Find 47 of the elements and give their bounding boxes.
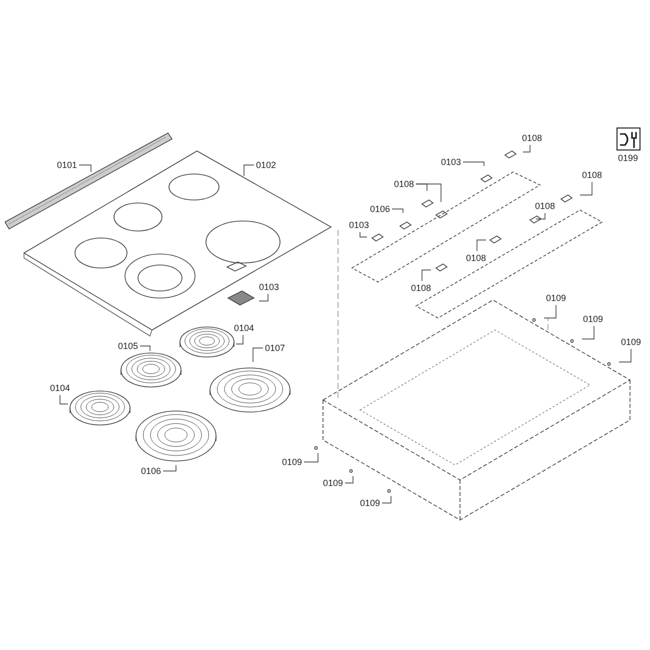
callout-number: 0101 — [57, 160, 78, 170]
callout-number: 0108 — [466, 253, 486, 263]
leader-line — [422, 270, 432, 282]
leader-line — [580, 182, 592, 196]
leader-line — [416, 184, 428, 192]
leader-line — [582, 326, 594, 340]
callout-number: 0107 — [265, 343, 286, 353]
callout-number: 0109 — [546, 293, 566, 303]
leader-line — [392, 208, 404, 214]
callout-number: 0108 — [522, 133, 542, 143]
leader-line — [536, 212, 546, 220]
callout-number: 0109 — [360, 498, 380, 508]
callout-number: 0103 — [441, 157, 462, 167]
callout-number: 0103 — [259, 282, 280, 292]
callout-number: 0105 — [118, 341, 138, 351]
leader-line — [244, 164, 254, 176]
callout-number: 0108 — [394, 179, 414, 189]
leader-line — [78, 164, 92, 172]
leader-line — [476, 240, 486, 252]
callout-number: 0109 — [621, 337, 642, 347]
leader-line — [462, 162, 484, 166]
callout-number: 0108 — [535, 201, 556, 211]
callout-number: 0104 — [50, 383, 70, 393]
callout-number: 0108 — [582, 170, 602, 180]
callout-number: 0109 — [282, 457, 302, 467]
callout-number: 0104 — [234, 323, 254, 333]
leader-line — [522, 144, 530, 152]
leader-line — [304, 452, 318, 462]
callout-number: 0106 — [141, 466, 162, 476]
callout-number: 0103 — [349, 220, 370, 230]
leader-line — [140, 346, 150, 352]
leader-line — [162, 464, 176, 472]
leader-line — [544, 304, 556, 318]
leader-line — [360, 232, 368, 238]
callout-number: 0109 — [323, 478, 344, 488]
part-number: 0199 — [618, 153, 638, 163]
leader-line — [618, 348, 632, 362]
callout-number: 0102 — [256, 160, 276, 170]
leader-line — [344, 476, 354, 484]
leader-line — [382, 496, 392, 504]
leader-line — [236, 334, 244, 344]
leader-line — [258, 294, 268, 302]
leader-line — [60, 394, 68, 404]
callout-number: 0106 — [370, 204, 390, 214]
callout-number: 0109 — [583, 314, 604, 324]
leader-line — [252, 348, 264, 362]
callout-number: 0108 — [411, 283, 432, 293]
